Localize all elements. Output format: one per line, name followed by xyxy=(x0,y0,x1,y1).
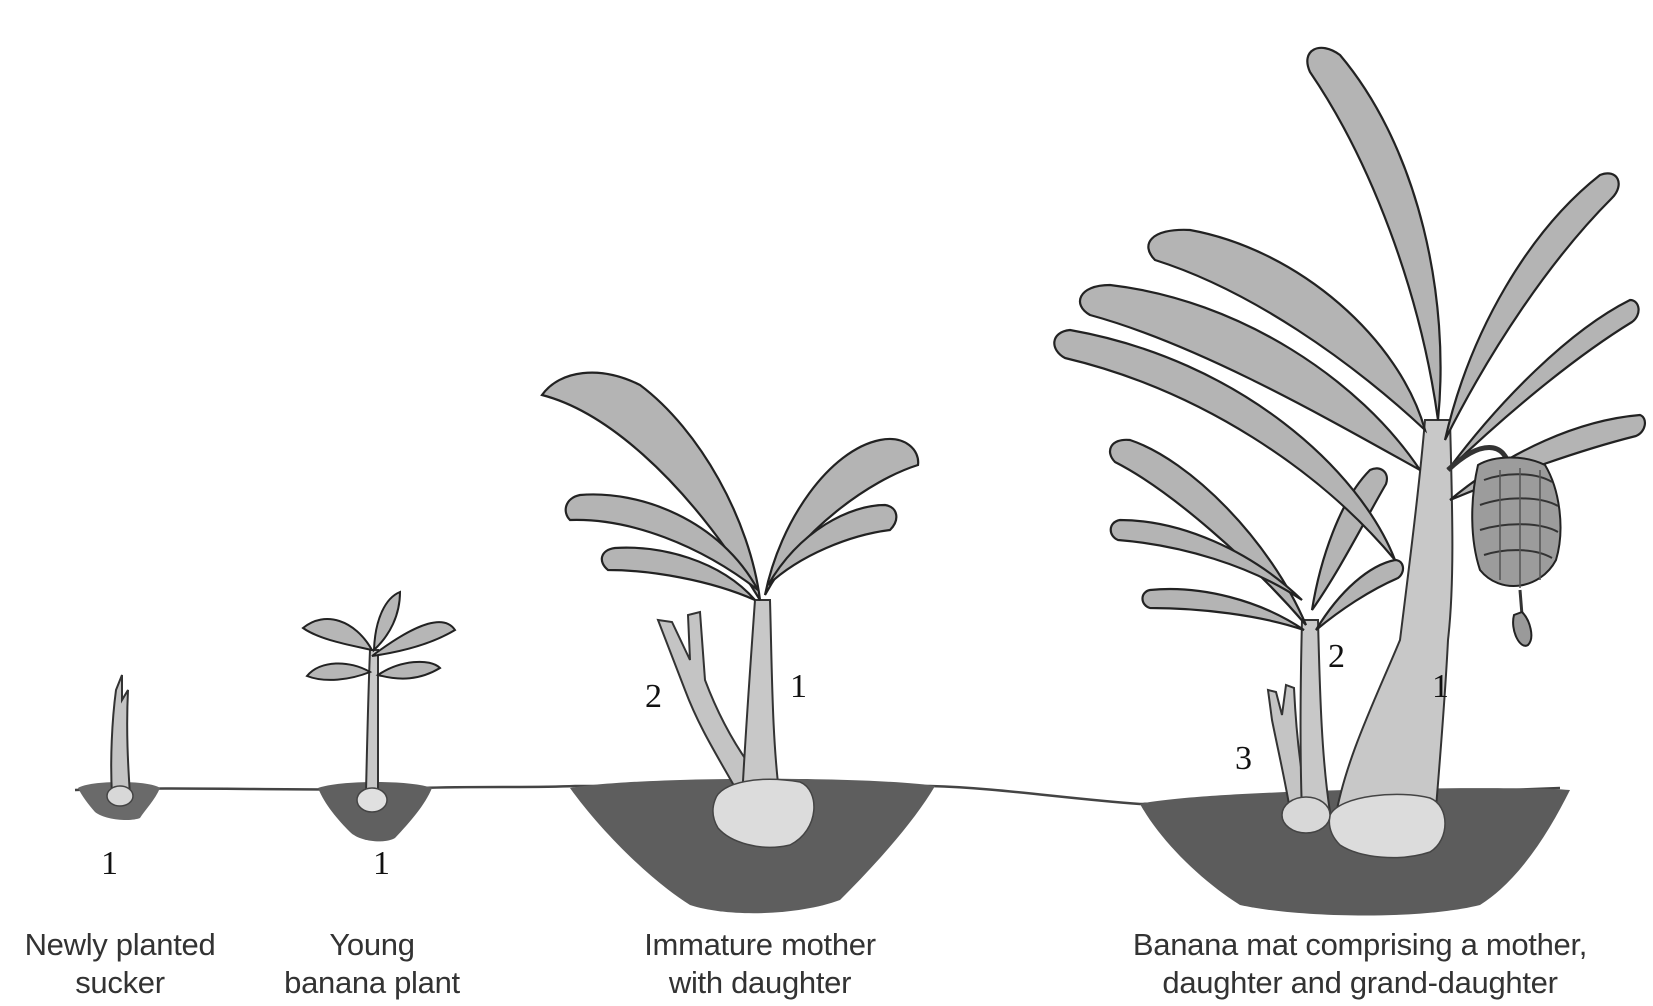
mother-leaf xyxy=(1445,173,1619,440)
caption-line: Newly planted xyxy=(0,926,240,964)
young-leaf xyxy=(307,663,370,679)
stage-1-sucker xyxy=(78,675,160,820)
caption-line: daughter and grand-daughter xyxy=(1090,964,1630,1002)
mother-corm xyxy=(1329,794,1445,857)
sucker-corm xyxy=(107,786,133,806)
stage-3-label-daughter: 2 xyxy=(645,680,662,714)
caption-line: Banana mat comprising a mother, xyxy=(1090,926,1630,964)
banana-bunch xyxy=(1472,458,1560,646)
daughter-pseudostem xyxy=(1301,620,1331,812)
caption-line: Young xyxy=(262,926,482,964)
stage-4-caption: Banana mat comprising a mother, daughter… xyxy=(1090,926,1630,1002)
caption-line: with daughter xyxy=(620,964,900,1002)
young-corm xyxy=(357,788,387,812)
young-leaf xyxy=(303,619,372,650)
stage-3-immature-mother xyxy=(542,373,935,914)
caption-line: Immature mother xyxy=(620,926,900,964)
stage-3-caption: Immature mother with daughter xyxy=(620,926,900,1002)
mother-pseudostem xyxy=(1335,420,1452,820)
caption-line: sucker xyxy=(0,964,240,1002)
stage-4-label-mother: 1 xyxy=(1432,670,1449,704)
mother-corm xyxy=(713,779,814,847)
stage-1-label-mother: 1 xyxy=(101,847,118,881)
stage-4-label-grand-daughter: 3 xyxy=(1235,742,1252,776)
stage-1-caption: Newly planted sucker xyxy=(0,926,240,1002)
stage-2-label-mother: 1 xyxy=(373,847,390,881)
sucker-stem xyxy=(111,675,130,795)
daughter-corm xyxy=(1282,797,1330,833)
young-leaf xyxy=(378,662,440,679)
caption-line: banana plant xyxy=(262,964,482,1002)
stage-4-label-daughter: 2 xyxy=(1328,640,1345,674)
stage-2-young-plant xyxy=(303,592,455,841)
stage-2-caption: Young banana plant xyxy=(262,926,482,1002)
mother-pseudostem xyxy=(742,600,780,800)
stage-4-banana-mat xyxy=(1054,48,1645,916)
stage-3-label-mother: 1 xyxy=(790,670,807,704)
